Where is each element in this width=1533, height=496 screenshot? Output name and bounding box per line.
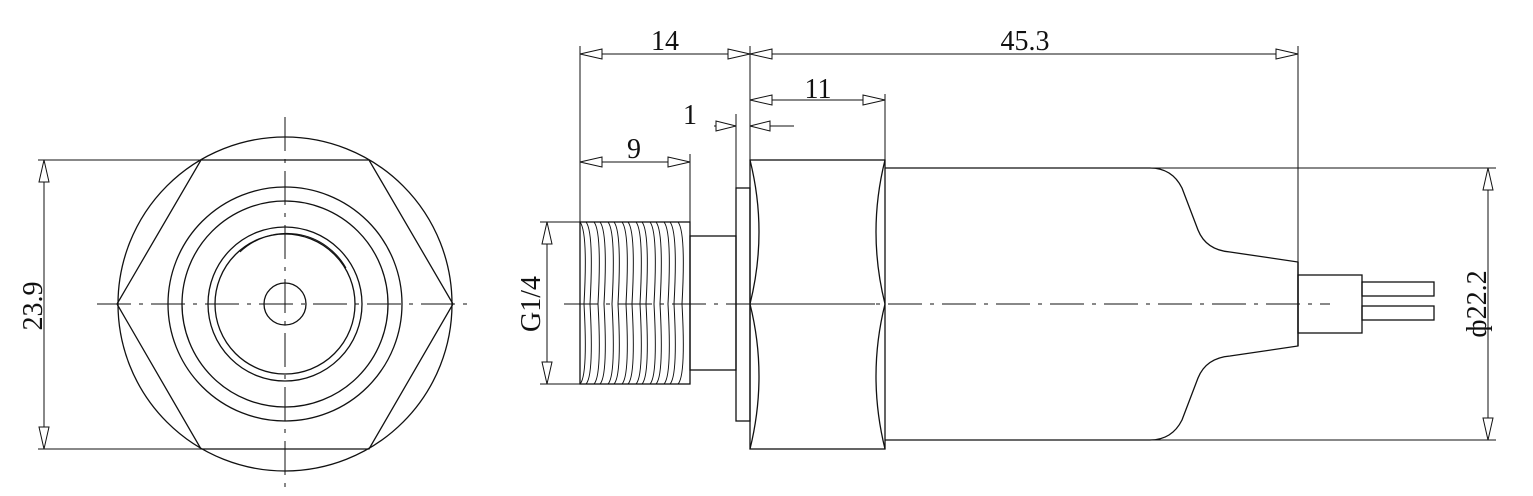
wire-bottom [1361, 305, 1435, 321]
thread-profile [579, 221, 684, 385]
arrow-icon [749, 94, 773, 106]
end-view: 23.9 [18, 117, 475, 490]
arrow-icon [749, 48, 773, 60]
arrow-icon [862, 94, 886, 106]
dimension-label-45-3: 45.3 [1001, 26, 1050, 57]
thread-arc [239, 232, 347, 269]
dimension-label-9: 9 [627, 134, 641, 165]
arrow-icon [1482, 167, 1494, 191]
thread-spec-label: G1/4 [516, 276, 547, 332]
neck [689, 235, 737, 371]
arrow-icon [1275, 48, 1299, 60]
dimension-label-14: 14 [651, 26, 679, 57]
side-view: 14 45.3 11 1 9 G1/4 ф22.2 [516, 26, 1496, 450]
arrow-icon [38, 426, 50, 450]
dimension-label-1: 1 [683, 100, 697, 131]
arrow-icon [579, 156, 603, 168]
arrow-icon [1482, 417, 1494, 441]
arrow-icon [579, 48, 603, 60]
arrow-icon [715, 120, 737, 132]
thread-envelope [579, 221, 691, 385]
arrow-icon [667, 156, 691, 168]
arrow-icon [38, 159, 50, 183]
wire-top [1361, 281, 1435, 297]
arrow-icon [541, 361, 553, 385]
diameter-label: ф22.2 [1462, 270, 1493, 337]
arrow-icon [541, 221, 553, 245]
arrow-icon [749, 120, 771, 132]
dimension-label-11: 11 [805, 74, 832, 105]
height-dimension-label: 23.9 [18, 282, 49, 331]
arrow-icon [727, 48, 751, 60]
